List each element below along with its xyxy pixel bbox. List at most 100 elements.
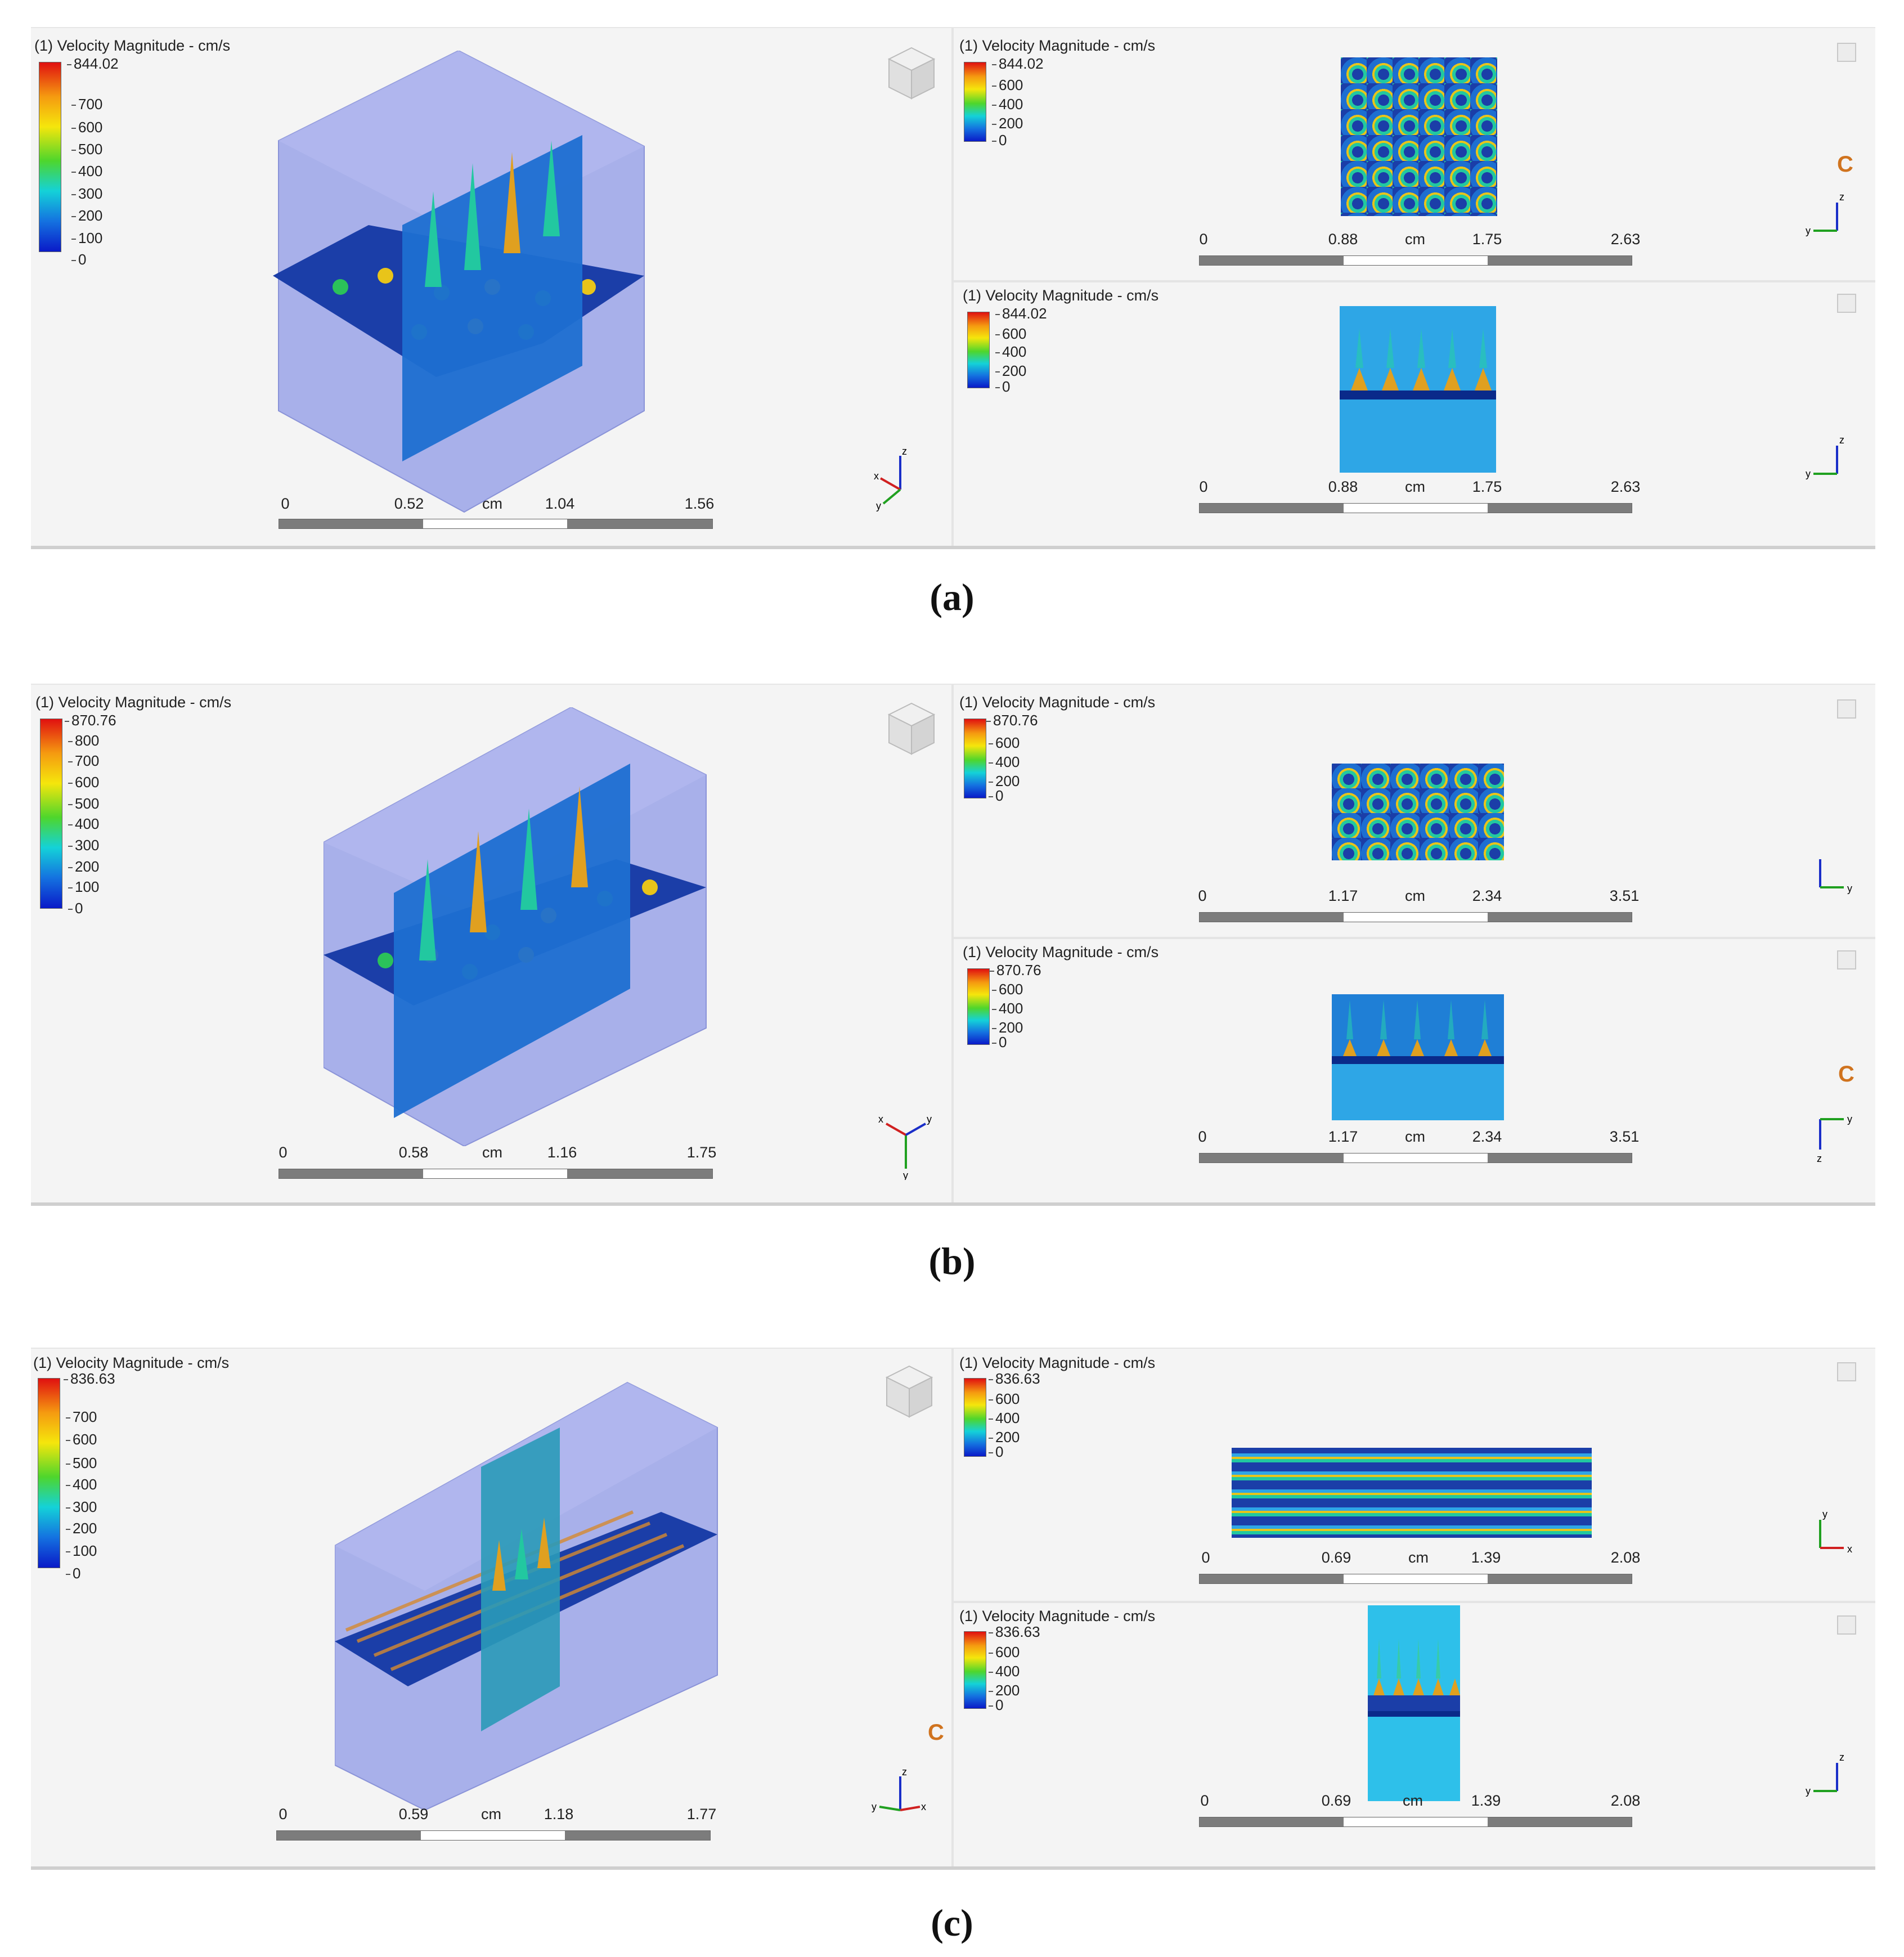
view-toggle-button[interactable]: [1837, 699, 1856, 719]
legend-colorbar: [40, 719, 62, 909]
jet-plumes: [492, 1518, 551, 1591]
axis-label: y: [1822, 1509, 1827, 1520]
legend-max: 836.63: [64, 1370, 115, 1387]
legend-tick: 600: [991, 77, 1023, 93]
iso-view-c[interactable]: (1) Velocity Magnitude - cm/s 836.63 700…: [31, 1349, 951, 1866]
side-view-render: [1368, 1605, 1460, 1801]
view-toggle-button[interactable]: [1837, 294, 1856, 313]
legend-tick: 600: [995, 325, 1027, 342]
legend-title: (1) Velocity Magnitude - cm/s: [963, 287, 1159, 304]
scale-track: [1199, 1153, 1632, 1163]
legend-colorbar: [39, 62, 61, 252]
axis-label: y: [876, 500, 881, 511]
c-mark: C: [928, 1720, 944, 1745]
legend-max: 870.76: [990, 962, 1041, 979]
legend-tick: 200: [991, 1019, 1023, 1036]
view-cube-icon[interactable]: [886, 701, 937, 757]
legend-tick: 0: [68, 900, 83, 917]
legend-tick: 500: [68, 795, 100, 812]
side-view-c[interactable]: (1) Velocity Magnitude - cm/s 836.63 600…: [954, 1603, 1875, 1866]
view-toggle-button[interactable]: [1837, 1362, 1856, 1381]
legend-tick: 200: [68, 858, 100, 875]
legend-tick: 100: [68, 878, 100, 895]
iso-view-a[interactable]: (1) Velocity Magnitude - cm/s 844.02 700…: [31, 28, 951, 546]
axis-label: y: [1806, 1785, 1811, 1797]
legend-tick: 400: [65, 1476, 97, 1493]
legend-colorbar: [964, 1631, 986, 1709]
side-view-b[interactable]: (1) Velocity Magnitude - cm/s 870.76 600…: [954, 939, 1875, 1202]
axis-label: y: [1847, 1114, 1852, 1125]
scale-label: 0: [279, 1806, 288, 1823]
c-mark: C: [1837, 152, 1853, 177]
scale-label: 2.08: [1610, 1549, 1641, 1566]
top-view-c[interactable]: (1) Velocity Magnitude - cm/s 836.63 600…: [954, 1349, 1875, 1603]
side-view-a[interactable]: (1) Velocity Magnitude - cm/s 844.02 600…: [954, 282, 1875, 546]
scale-track: [1199, 1574, 1632, 1584]
axis-triad-icon: y: [1819, 859, 1852, 894]
scale-label: 0: [1200, 1792, 1209, 1809]
figure-c-panel: (1) Velocity Magnitude - cm/s 836.63 700…: [31, 1348, 1875, 1870]
scale-label: 1.75: [1472, 478, 1502, 495]
scale-label: 2.34: [1472, 887, 1502, 904]
scale-label: 3.51: [1609, 887, 1640, 904]
legend-max: 836.63: [989, 1370, 1040, 1387]
scale-label: 1.39: [1471, 1549, 1501, 1566]
legend-max: 844.02: [995, 305, 1047, 322]
view-toggle-button[interactable]: [1837, 950, 1856, 969]
velocity-slice: [394, 764, 630, 1118]
legend-tick: 200: [71, 207, 103, 224]
scale-label: 1.18: [544, 1806, 574, 1823]
scale-label: 1.77: [686, 1806, 717, 1823]
legend-tick: 0: [988, 1443, 1004, 1460]
view-toggle-button[interactable]: [1837, 43, 1856, 62]
legend-tick: 200: [988, 1429, 1020, 1446]
figure-caption-a: (a): [929, 576, 975, 618]
scale-label: 0.52: [394, 495, 424, 512]
legend-tick: 200: [65, 1520, 97, 1537]
scale-label: 0: [1198, 887, 1207, 904]
scale-label: 0: [1201, 1549, 1210, 1566]
view-cube-icon[interactable]: [886, 45, 937, 101]
legend-tick: 400: [988, 1410, 1020, 1426]
scale-unit: cm: [1403, 1792, 1423, 1809]
top-view-a[interactable]: (1) Velocity Magnitude - cm/s 844.02 600…: [954, 28, 1875, 282]
axis-triad-icon: y z: [1806, 191, 1844, 236]
scale-unit: cm: [481, 1806, 501, 1823]
axis-label: z: [1839, 191, 1844, 203]
axis-triad-icon: y z: [1817, 1114, 1852, 1164]
legend-tick: 200: [988, 773, 1020, 789]
scale-label: 2.08: [1610, 1792, 1641, 1809]
legend-tick: 600: [991, 981, 1023, 998]
view-cube-icon[interactable]: [884, 1363, 935, 1420]
domain-box-top: [324, 707, 706, 904]
legend-title: (1) Velocity Magnitude - cm/s: [35, 694, 232, 711]
legend-tick: 300: [71, 185, 103, 202]
legend-tick: 100: [65, 1542, 97, 1559]
legend-tick: 0: [991, 1034, 1007, 1051]
3d-domain-render: [273, 51, 645, 513]
iso-view-b[interactable]: (1) Velocity Magnitude - cm/s 870.76 800…: [31, 685, 951, 1202]
scale-label: 2.34: [1472, 1128, 1502, 1145]
scale-label: 0.88: [1328, 231, 1358, 248]
legend-tick: 0: [65, 1565, 81, 1582]
legend-tick: 300: [65, 1498, 97, 1515]
scale-label: 0.69: [1321, 1549, 1351, 1566]
3d-domain-render: [335, 1381, 718, 1810]
scale-unit: cm: [1408, 1549, 1429, 1566]
axis-triad-icon: y z: [1806, 434, 1844, 479]
scale-label: 1.17: [1328, 1128, 1358, 1145]
legend-tick: 600: [68, 774, 100, 791]
c-mark: C: [1838, 1062, 1854, 1087]
axis-label: x: [878, 1114, 883, 1125]
legend-title: (1) Velocity Magnitude - cm/s: [34, 37, 231, 54]
legend-tick: 200: [995, 362, 1027, 379]
top-view-b[interactable]: (1) Velocity Magnitude - cm/s 870.76 600…: [954, 685, 1875, 939]
legend-max: 844.02: [67, 55, 119, 72]
view-toggle-button[interactable]: [1837, 1615, 1856, 1635]
jet-plumes: [419, 786, 588, 960]
legend-title: (1) Velocity Magnitude - cm/s: [959, 37, 1156, 54]
scale-label: 2.63: [1610, 231, 1641, 248]
scale-track: [1199, 1817, 1632, 1827]
legend-tick: 0: [71, 251, 87, 268]
legend-tick: 500: [71, 141, 103, 158]
